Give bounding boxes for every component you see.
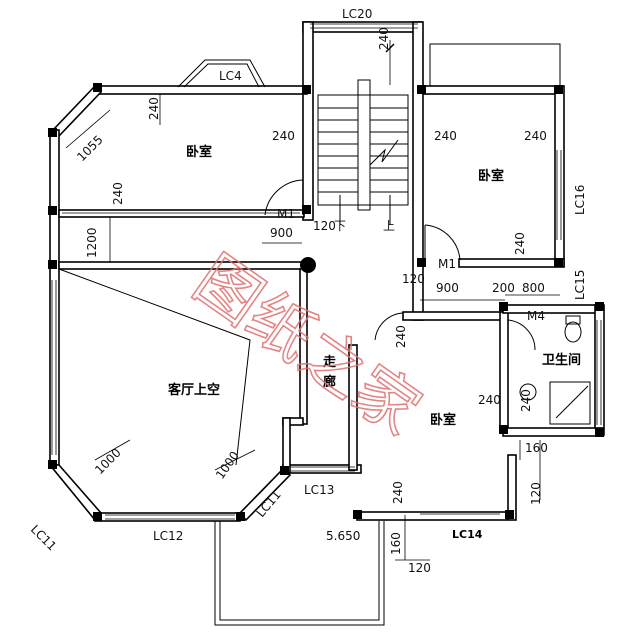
dim-120-bottom: 120 — [408, 561, 431, 575]
window-lc11-left-label: LC11 — [28, 522, 59, 553]
dim-160-right: 160 — [525, 441, 548, 455]
room-bathroom: 卫生间 — [542, 352, 581, 368]
level-mark: 5.650 — [326, 529, 360, 543]
dim-240-bath-small: 240 — [519, 389, 533, 412]
dim-120-right-low: 120 — [529, 482, 543, 505]
staircase — [317, 79, 409, 225]
window-lc12-label: LC12 — [153, 529, 183, 543]
window-lc20-label: LC20 — [342, 7, 372, 21]
windows — [51, 23, 602, 520]
dim-200: 200 — [492, 281, 515, 295]
dim-240-bath-left: 240 — [478, 393, 501, 407]
dim-240-ne-low: 240 — [513, 232, 527, 255]
door-m4-label: M4 — [527, 309, 545, 323]
corridor-label-2: 廊 — [323, 374, 336, 390]
room-bedroom-nw: 卧室 — [186, 144, 212, 160]
bathroom-fixtures — [519, 315, 591, 425]
dim-240-bottom: 240 — [391, 481, 405, 504]
dim-1000-left: 1000 — [92, 446, 123, 477]
window-lc14-label: LC14 — [452, 528, 483, 541]
dim-240-nw-right: 240 — [272, 129, 295, 143]
doors — [264, 179, 536, 351]
dim-240-corr: 240 — [394, 325, 408, 348]
dim-240-nw-left: 240 — [147, 97, 161, 120]
dim-240-mid-left: 240 — [111, 182, 125, 205]
dim-900-right: 900 — [436, 281, 459, 295]
stair-down-mark: 下 — [334, 219, 346, 233]
room-bedroom-ne: 卧室 — [478, 168, 504, 184]
dim-800: 800 — [522, 281, 545, 295]
window-lc15-label: LC15 — [573, 270, 587, 300]
stair-up-mark: 上 — [383, 219, 395, 233]
window-lc16-label: LC16 — [573, 185, 587, 215]
room-bedroom-se: 卧室 — [430, 412, 456, 428]
columns — [48, 83, 604, 521]
walls — [48, 21, 605, 626]
dim-240-ne-left: 240 — [434, 129, 457, 143]
dim-120-right: 120 — [402, 272, 425, 286]
door-m1-left-label: M1 — [277, 207, 295, 221]
dim-240-ne-right: 240 — [524, 129, 547, 143]
dim-160-bottom: 160 — [389, 532, 403, 555]
window-lc4-label: LC4 — [219, 69, 242, 83]
dim-1200: 1200 — [85, 227, 99, 258]
room-living-void: 客厅上空 — [168, 382, 220, 398]
window-lc13-label: LC13 — [304, 483, 334, 497]
dim-900-left: 900 — [270, 226, 293, 240]
dim-120-left: 120 — [313, 219, 336, 233]
dimension-lines — [62, 40, 560, 561]
dim-240-top: 240 — [377, 27, 391, 50]
corridor-label-1: 走 — [323, 354, 337, 370]
door-m1-right-label: M1 — [438, 257, 456, 271]
